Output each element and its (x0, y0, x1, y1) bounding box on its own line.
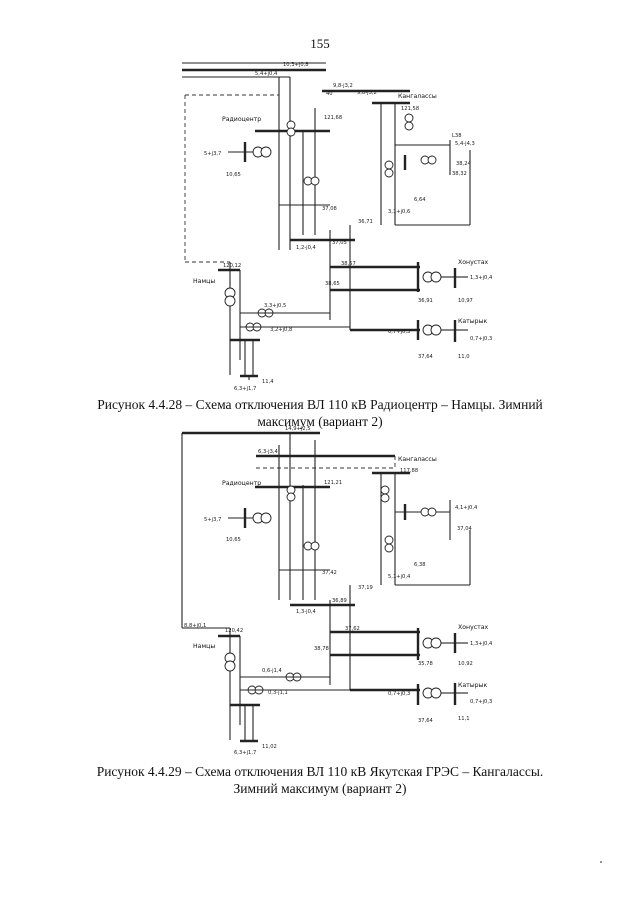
value-text: 0,3-j1,1 (268, 690, 288, 696)
value-text: 36,91 (418, 298, 433, 304)
value-text: 9,8-j3,2 (357, 90, 377, 96)
value-text: 117,88 (400, 468, 418, 474)
label-katyryk-2: Катырык (458, 682, 487, 689)
value-text: 8,8+j0,1 (184, 623, 206, 629)
value-text: 3,3+j0,5 (264, 303, 286, 309)
value-text: 1,3+j0,4 (470, 641, 493, 647)
value-text: 5,4+j0,4 (255, 71, 278, 77)
value-text: 36,71 (358, 219, 373, 225)
value-text: 1,3+j0,4 (470, 275, 493, 281)
value-text: 1,3-j0,4 (296, 609, 317, 615)
label-katyryk: Катырык (458, 318, 487, 325)
value-text: 37,42 (322, 570, 337, 576)
value-text: 0,7+j0,3 (470, 699, 492, 705)
value-text: 6,3+j1,7 (234, 386, 256, 392)
value-text: 121,68 (324, 115, 342, 121)
value-text: 5+j3,7 (204, 517, 221, 523)
value-text: 10,3+j0,8 (283, 62, 309, 68)
figure-caption-2: Рисунок 4.4.29 – Схема отключения ВЛ 110… (60, 763, 580, 797)
value-text: 5,4-j4,3 (455, 141, 475, 147)
value-text: 6,64 (414, 197, 426, 203)
value-text: 11,02 (262, 744, 277, 750)
value-text: 3,2+j0,8 (270, 327, 292, 333)
value-text: 0,7+j0,3 (470, 336, 492, 342)
value-text: 37,64 (418, 718, 434, 724)
value-text: 11,1 (458, 716, 470, 722)
value-text: 37,08 (322, 206, 337, 212)
value-text: 6,38 (414, 562, 426, 568)
label-kangalassy-2: Кангалассы (398, 456, 437, 463)
value-text: 1,2-j0,4 (296, 245, 317, 251)
value-text: 10,65 (226, 537, 241, 543)
value-text: 37,64 (418, 354, 434, 360)
label-khonustakh: Хонустах (458, 259, 489, 266)
label-namtsy: Намцы (193, 278, 215, 285)
value-text: 0,7+j0,3 (388, 329, 410, 335)
value-text: 38,65 (325, 281, 340, 287)
value-text: 120,42 (225, 628, 243, 634)
caption-line: Рисунок 4.4.29 – Схема отключения ВЛ 110… (96, 764, 544, 779)
value-text: 5+j3,7 (204, 151, 221, 157)
value-text: 5,1+j0,4 (388, 574, 411, 580)
value-text: 120,12 (223, 263, 241, 269)
value-text: 14,9+j2,5 (285, 426, 311, 432)
value-text: 0,6-j1,4 (262, 668, 283, 674)
schematic-figure-1: Радиоцентр Кангалассы Намцы Хонустах Кат… (182, 62, 493, 392)
value-text: 0,7+j0,3 (388, 691, 410, 697)
value-text: 10,65 (226, 172, 241, 178)
caption-line: максимум (вариант 2) (257, 414, 383, 429)
schematic-figure-2: Радиоцентр Кангалассы Намцы Хонустах Кат… (181, 426, 493, 756)
value-text: 40 (326, 91, 333, 97)
value-text: 11,4 (262, 379, 274, 385)
value-text: 6,3-j3,4 (258, 449, 279, 455)
value-text: 35,78 (418, 661, 433, 667)
value-text: 121,58 (401, 106, 419, 112)
value-text: 38,24 (456, 161, 472, 167)
value-text: 37,62 (345, 626, 360, 632)
value-text: 38,78 (314, 646, 329, 652)
value-text: 36,89 (332, 598, 347, 604)
value-text: 9,8-j3,2 (333, 83, 353, 89)
label-radiocenter-2: Радиоцентр (222, 480, 261, 487)
label-radiocenter: Радиоцентр (222, 116, 261, 123)
value-text: 10,97 (458, 298, 473, 304)
value-text: 11,0 (458, 354, 470, 360)
value-text: 37,04 (457, 526, 473, 532)
value-text: 4,1+j0,4 (455, 505, 478, 511)
value-text: 38,57 (341, 261, 356, 267)
label-namtsy-2: Намцы (193, 643, 215, 650)
label-khonustakh-2: Хонустах (458, 624, 489, 631)
label-kangalassy: Кангалассы (398, 93, 437, 100)
value-text: 121,21 (324, 480, 342, 486)
value-text: 38,32 (452, 171, 467, 177)
value-text: L38 (452, 133, 462, 139)
value-text: 10,92 (458, 661, 473, 667)
value-text: 37,05 (332, 240, 347, 246)
caption-line: Зимний максимум (вариант 2) (233, 781, 407, 796)
figure-caption-1: Рисунок 4.4.28 – Схема отключения ВЛ 110… (60, 396, 580, 430)
value-text: 37,19 (358, 585, 373, 591)
value-text: 3,1+j0,6 (388, 209, 410, 215)
caption-line: Рисунок 4.4.28 – Схема отключения ВЛ 110… (97, 397, 543, 412)
value-text: 6,3+j1,7 (234, 750, 256, 756)
page-number: 155 (310, 36, 330, 51)
